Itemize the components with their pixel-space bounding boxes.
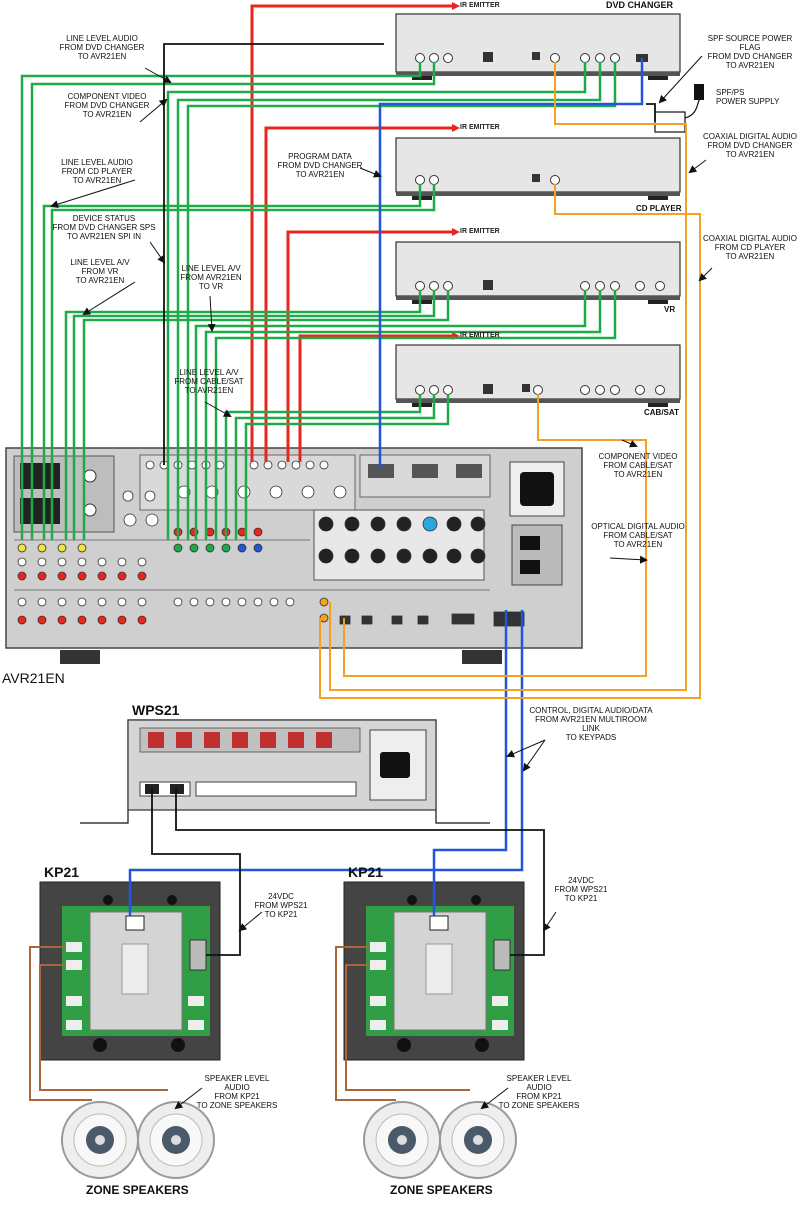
line-level-cables [20,62,617,540]
ir-emitter-label-2: IR EMITTER [460,124,500,131]
vr-device [395,241,681,304]
label-spf-source: SPF SOURCE POWER FLAG FROM DVD CHANGER T… [707,34,793,70]
wps21-power-supply [80,719,490,824]
speaker-cables [29,946,470,1101]
zone-speakers-right [363,1101,517,1179]
data-link-cables [128,58,644,916]
label-coax-dvd: COAXIAL DIGITAL AUDIO FROM DVD CHANGER T… [703,132,797,159]
label-device-status: DEVICE STATUS FROM DVD CHANGER SPS TO AV… [52,214,156,241]
dvd-changer-name: DVD CHANGER [606,0,674,10]
keypad-right-name: KP21 [348,864,384,880]
label-coax-cd: COAXIAL DIGITAL AUDIO FROM CD PLAYER TO … [703,234,797,261]
avr21en-receiver [5,447,583,664]
label-line-audio-dvd: LINE LEVEL AUDIO FROM DVD CHANGER TO AVR… [59,34,145,61]
ir-emitter-label-4: IR EMITTER [460,332,500,339]
zone-speakers-left [61,1101,215,1179]
label-program-data: PROGRAM DATA FROM DVD CHANGER TO AVR21EN [277,152,363,179]
label-control-link: CONTROL, DIGITAL AUDIO/DATA FROM AVR21EN… [529,706,653,742]
label-leaders [50,55,713,1110]
spf-power-supply-label: SPF/PS POWER SUPPLY [716,88,780,106]
cd-player-name: CD PLAYER [636,204,682,213]
control-power-cables [151,43,656,956]
label-24vdc-left: 24VDC FROM WPS21 TO KP21 [254,892,308,919]
label-24vdc-right: 24VDC FROM WPS21 TO KP21 [554,876,608,903]
label-line-av-vr-out: LINE LEVEL A/V FROM AVR21EN TO VR [180,264,242,291]
ir-emitter-cables [250,4,452,462]
dvd-changer-device [395,13,681,80]
cd-player-device [395,137,681,200]
label-component-video-dvd: COMPONENT VIDEO FROM DVD CHANGER TO AVR2… [64,92,150,119]
cable-sat-name: CAB/SAT [644,408,679,417]
zone-speakers-right-label: ZONE SPEAKERS [390,1183,493,1197]
wps-name: WPS21 [132,702,180,718]
label-line-av-vr-in: LINE LEVEL A/V FROM VR TO AVR21EN [70,258,130,285]
label-line-audio-cd: LINE LEVEL AUDIO FROM CD PLAYER TO AVR21… [61,158,133,185]
zone-speakers-left-label: ZONE SPEAKERS [86,1183,189,1197]
receiver-name: AVR21EN [2,670,65,686]
label-line-av-cable: LINE LEVEL A/V FROM CABLE/SAT TO AVR21EN [174,368,244,395]
label-optical-cable: OPTICAL DIGITAL AUDIO FROM CABLE/SAT TO … [591,522,685,549]
label-speaker-left: SPEAKER LEVEL AUDIO FROM KP21 TO ZONE SP… [196,1074,278,1110]
keypad-left-name: KP21 [44,864,80,880]
vr-name: VR [664,305,676,314]
label-component-video-cable: COMPONENT VIDEO FROM CABLE/SAT TO AVR21E… [598,452,678,479]
ir-emitter-label-1: IR EMITTER [460,2,500,9]
label-speaker-right: SPEAKER LEVEL AUDIO FROM KP21 TO ZONE SP… [498,1074,580,1110]
ir-emitter-label-3: IR EMITTER [460,228,500,235]
